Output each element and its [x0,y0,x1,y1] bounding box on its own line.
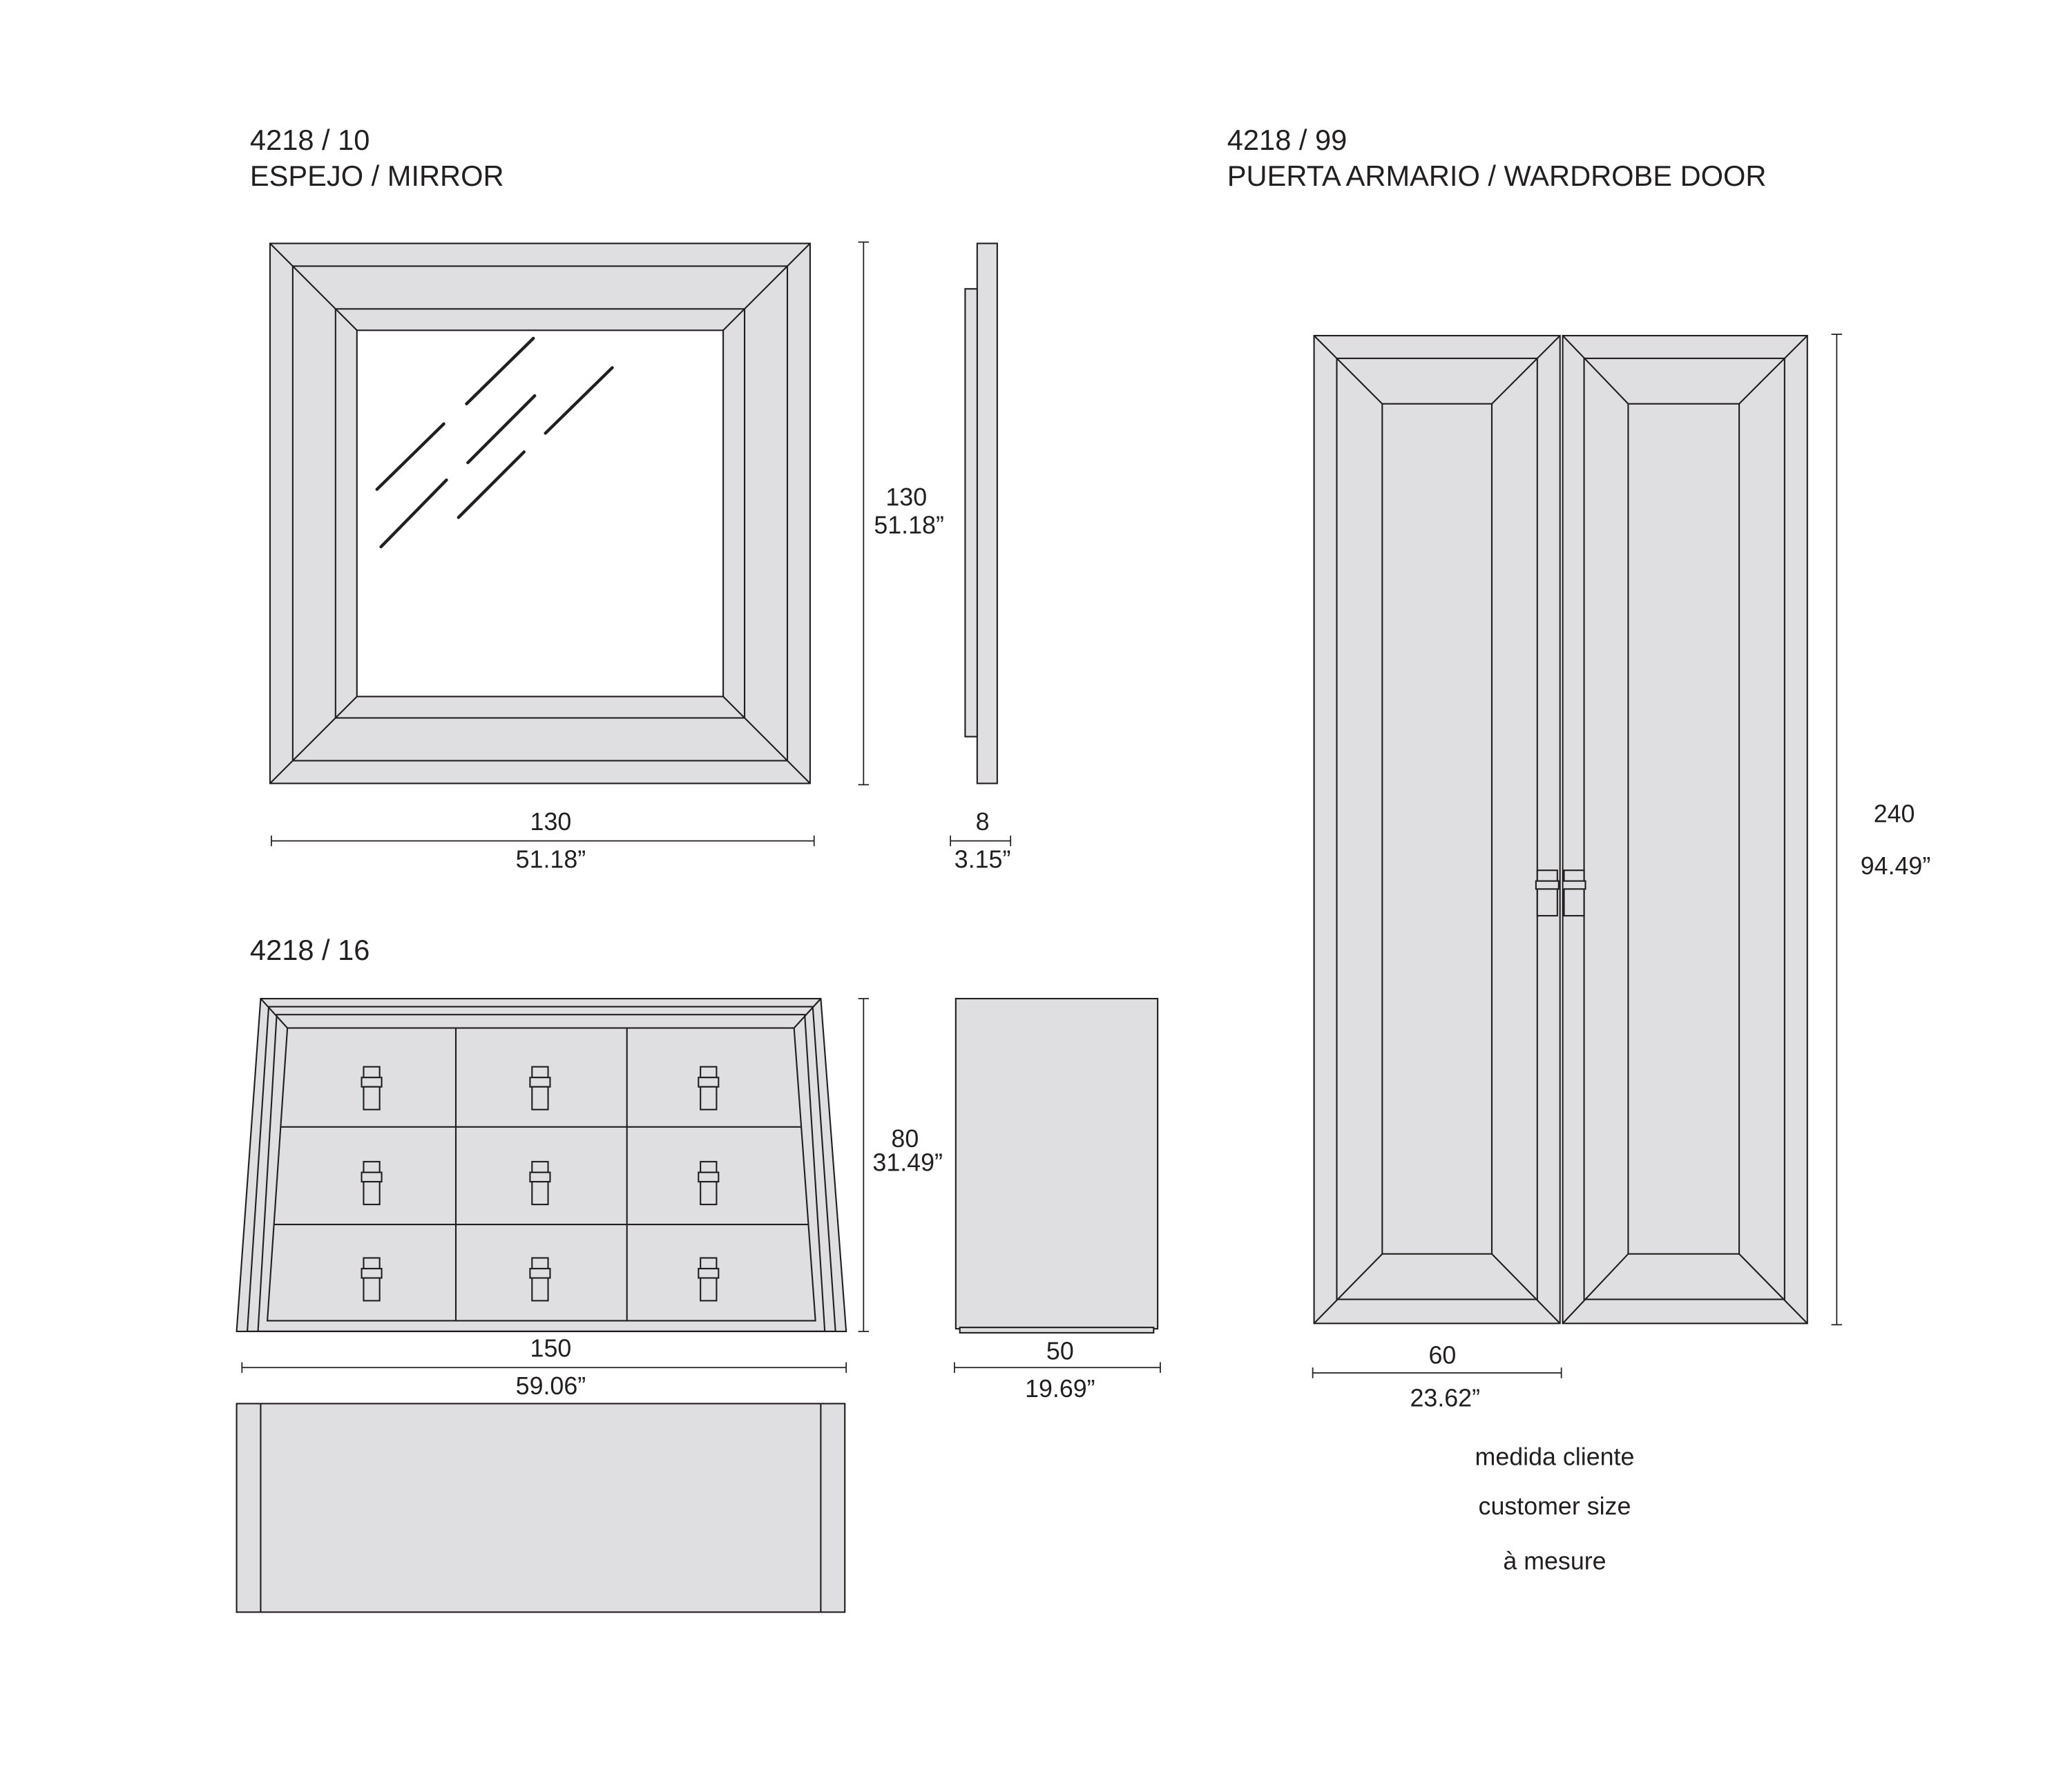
door-miter-line [1313,335,1383,405]
drawer-handle [361,1066,383,1110]
door-handle-body [1536,869,1558,917]
mirror-miter-line [269,242,358,331]
wardrobe-door-code: 4218 / 99 [1227,124,1347,156]
drawer-handle [361,1257,383,1302]
mirror-width-dimension: 130 51.18” [271,808,815,873]
dresser-depth-cm: 50 [1046,1338,1074,1365]
wardrobe-door-front-view [1313,334,1808,1325]
wardrobe-width-dimension: 60 23.62” [1312,1341,1562,1412]
mirror-code: 4218 / 10 [250,124,370,156]
dresser-miter-line [260,998,288,1029]
door-miter-line [1562,1253,1629,1325]
wardrobe-width-cm: 60 [1428,1341,1456,1369]
wardrobe-door-left-leaf [1313,334,1561,1325]
dresser-top-surface [236,1403,846,1613]
door-handle-body [1563,869,1585,917]
drawer-handle [529,1257,551,1302]
dresser-width-cm: 150 [530,1335,572,1363]
dresser-miter-line [793,998,822,1029]
dresser-width-dimension: 150 59.06” [241,1335,847,1400]
drawer-handle [529,1161,551,1206]
door-leaf-panel [1381,403,1493,1255]
door-handle-band [1535,880,1560,890]
dresser-side-plinth [959,1327,1155,1334]
door-miter-line [1738,335,1808,405]
wardrobe-width-in: 23.62” [1410,1384,1481,1412]
door-miter-line [1491,335,1561,405]
door-leaf-panel [1627,403,1740,1255]
mirror-miter-line [269,695,358,785]
door-miter-line [1562,335,1629,405]
wardrobe-door-name: PUERTA ARMARIO / WARDROBE DOOR [1227,160,1767,192]
door-handle-band [1562,880,1586,890]
dresser-side-panel [955,997,1159,1330]
dresser-side-view [955,997,1159,1334]
drawer-handle [361,1161,383,1206]
dresser-code: 4218 / 16 [250,934,370,966]
mirror-height-in: 51.18” [874,511,944,539]
wardrobe-size-notes: medida cliente customer size à mesure [1475,1443,1635,1575]
mirror-front-view [269,242,811,785]
dresser-depth-dimension: 50 19.69” [954,1338,1161,1403]
door-miter-line [1738,1253,1808,1325]
glass-reflection-line [457,450,526,519]
mirror-side-view [964,242,998,785]
mirror-depth-in: 3.15” [955,845,1011,873]
wardrobe-door-handle-right [1562,869,1586,917]
dresser-height-dimension: 80 31.49” [858,998,943,1332]
note-medida-cliente: medida cliente [1475,1443,1635,1471]
mirror-height-dimension: 130 51.18” [858,241,944,786]
dresser-depth-in: 19.69” [1025,1375,1095,1403]
mirror-depth-cm: 8 [976,808,990,836]
glass-reflection-line [544,366,614,435]
drawer-handle [698,1066,720,1110]
dresser-width-in: 59.06” [516,1372,586,1400]
dresser-top-view [236,1403,846,1613]
wardrobe-height-in: 94.49” [1861,852,1931,880]
mirror-side-backing [964,288,978,738]
mirror-width-cm: 130 [530,808,572,836]
mirror-height-cm: 130 [885,483,927,511]
mirror-miter-line [722,695,811,785]
drawer-handle [529,1066,551,1110]
dresser-height-cm: 80 [891,1125,919,1153]
dresser-height-in: 31.49” [872,1149,943,1177]
wardrobe-door-right-leaf [1562,334,1808,1325]
note-a-mesure: à mesure [1503,1547,1606,1575]
dresser-frame-line [246,1006,836,1333]
mirror-name: ESPEJO / MIRROR [250,160,504,192]
glass-reflection-line [379,478,448,549]
wardrobe-height-cm: 240 [1874,800,1915,828]
mirror-depth-dimension: 8 3.15” [950,808,1012,873]
glass-reflection-line [465,336,535,405]
dresser-front-view [236,997,847,1333]
note-customer-size: customer size [1479,1492,1631,1520]
mirror-miter-line [722,242,811,331]
mirror-side-panel [976,242,998,785]
wardrobe-height-dimension: 240 94.49” [1831,334,1931,1326]
door-miter-line [1313,1253,1383,1325]
drawer-handle [698,1257,720,1302]
door-miter-line [1491,1253,1561,1325]
mirror-glass [356,329,725,698]
glass-reflection-line [375,422,445,491]
glass-reflection-line [466,394,537,465]
wardrobe-door-handle-left [1535,869,1560,917]
drawer-handle [698,1161,720,1206]
mirror-width-in: 51.18” [516,845,586,873]
